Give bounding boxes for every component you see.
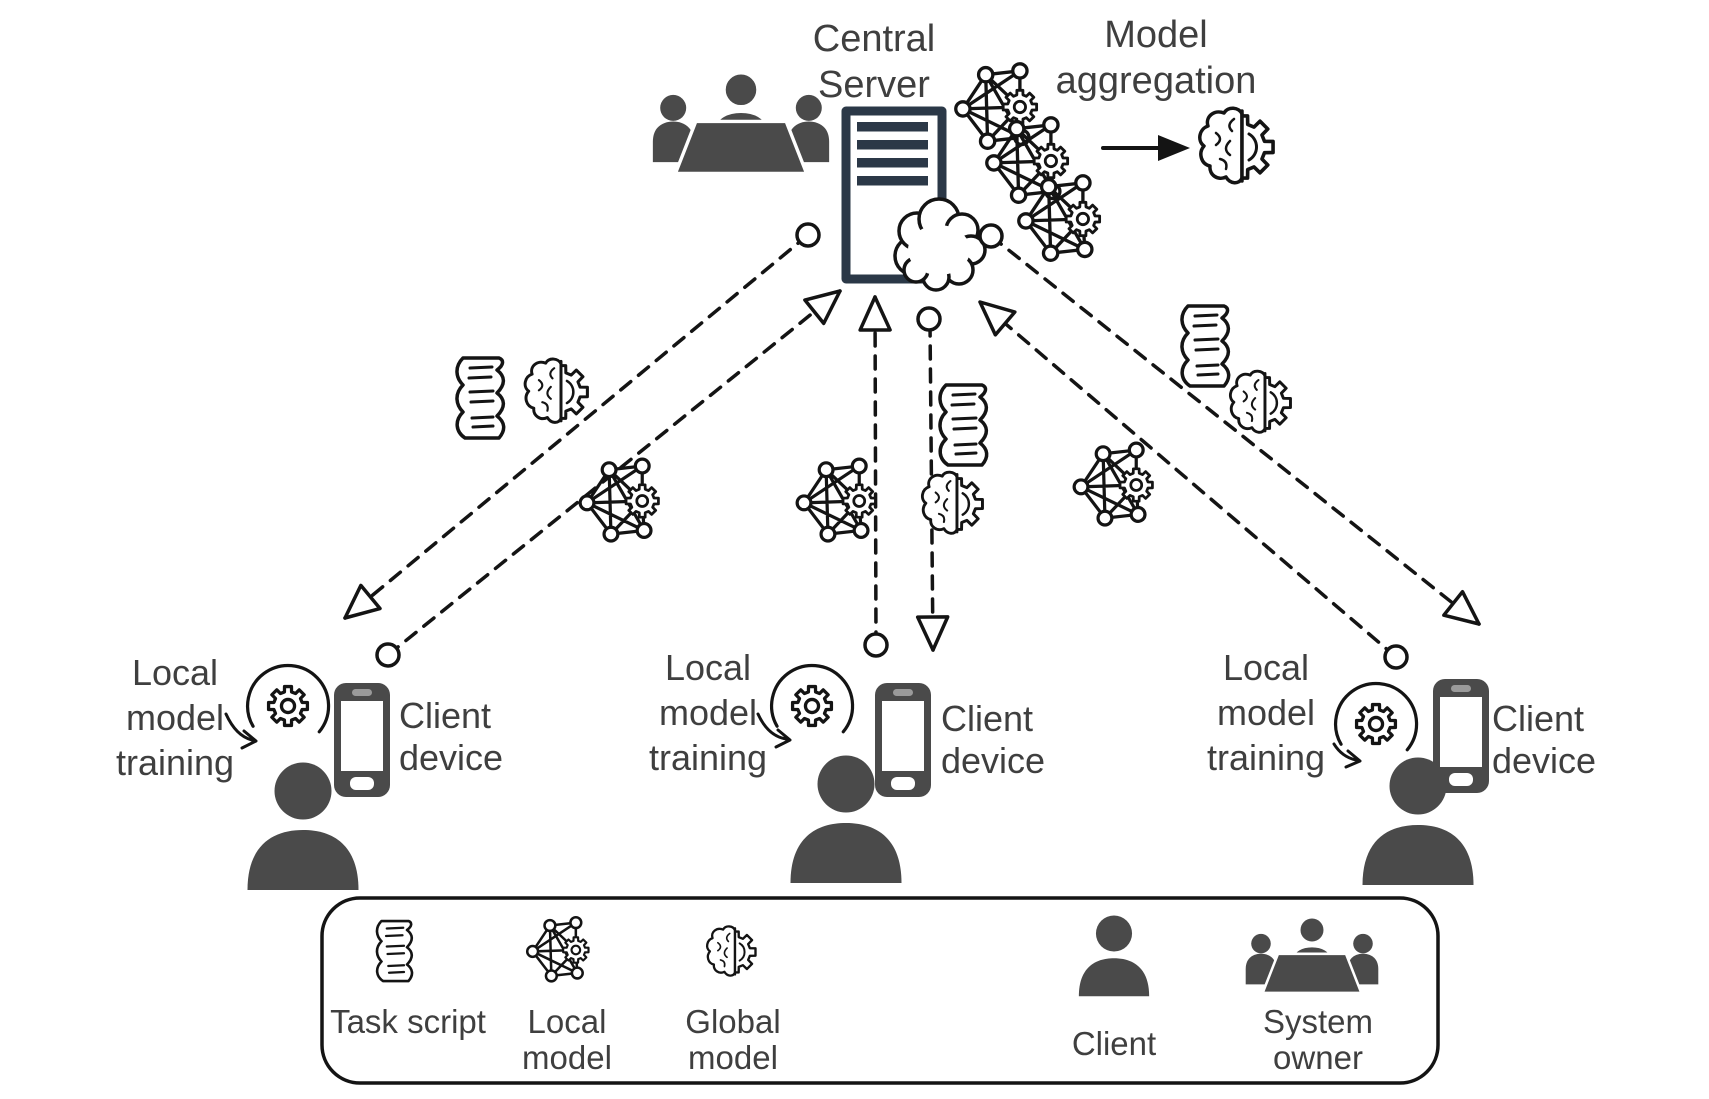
- link-client2-to-server: [858, 295, 892, 647]
- connection-nodes: [375, 222, 1409, 670]
- client-group-3: [1332, 677, 1491, 885]
- global-model-icon: [1200, 108, 1273, 183]
- legend-label-global-model: Global model: [685, 1003, 781, 1076]
- client-group-2: [756, 665, 933, 883]
- client-group-1: [224, 665, 392, 890]
- task-script-icon: [1180, 304, 1231, 388]
- local-model-icon: [1074, 443, 1152, 525]
- communication-links: [343, 233, 1481, 659]
- link-server-to-client3: [989, 234, 1481, 626]
- training-pointer-arrow-icon: [1332, 742, 1362, 769]
- legend-label-local-model: Local model: [522, 1003, 612, 1076]
- task-script-icon: [375, 919, 414, 983]
- link-client3-to-server: [978, 300, 1398, 659]
- central-server-label: Central Server: [812, 18, 936, 106]
- task-script-icon: [938, 383, 989, 467]
- device-label-client1: Client device: [399, 695, 504, 778]
- device-label-client3: Client device: [1492, 698, 1597, 781]
- client-device-icon: [332, 681, 392, 799]
- global-model-icon: [525, 359, 587, 422]
- aggregation-arrow-icon: [1101, 135, 1190, 161]
- task-script-icon: [455, 356, 506, 440]
- global-model-icon: [922, 472, 982, 533]
- global-model-icon: [1230, 371, 1290, 432]
- legend-label-task-script: Task script: [330, 1003, 486, 1040]
- training-label-client3: Local model training: [1206, 647, 1326, 778]
- training-pointer-arrow-icon: [756, 712, 792, 749]
- client-device-icon: [873, 681, 933, 799]
- legend-label-client: Client: [1071, 1025, 1157, 1062]
- legend-label-system-owner: System owner: [1262, 1003, 1374, 1076]
- cloud-icon: [893, 197, 987, 292]
- model-aggregation-label: Model aggregation: [1055, 14, 1257, 102]
- device-label-client2: Client device: [941, 698, 1046, 781]
- local-model-icon: [797, 459, 875, 541]
- training-pointer-arrow-icon: [224, 712, 258, 750]
- training-label-client1: Local model training: [115, 652, 235, 783]
- legend-box: [320, 896, 1440, 1085]
- training-label-client2: Local model training: [648, 647, 768, 778]
- local-model-icon: [580, 459, 658, 541]
- link-server-to-client1: [343, 233, 810, 620]
